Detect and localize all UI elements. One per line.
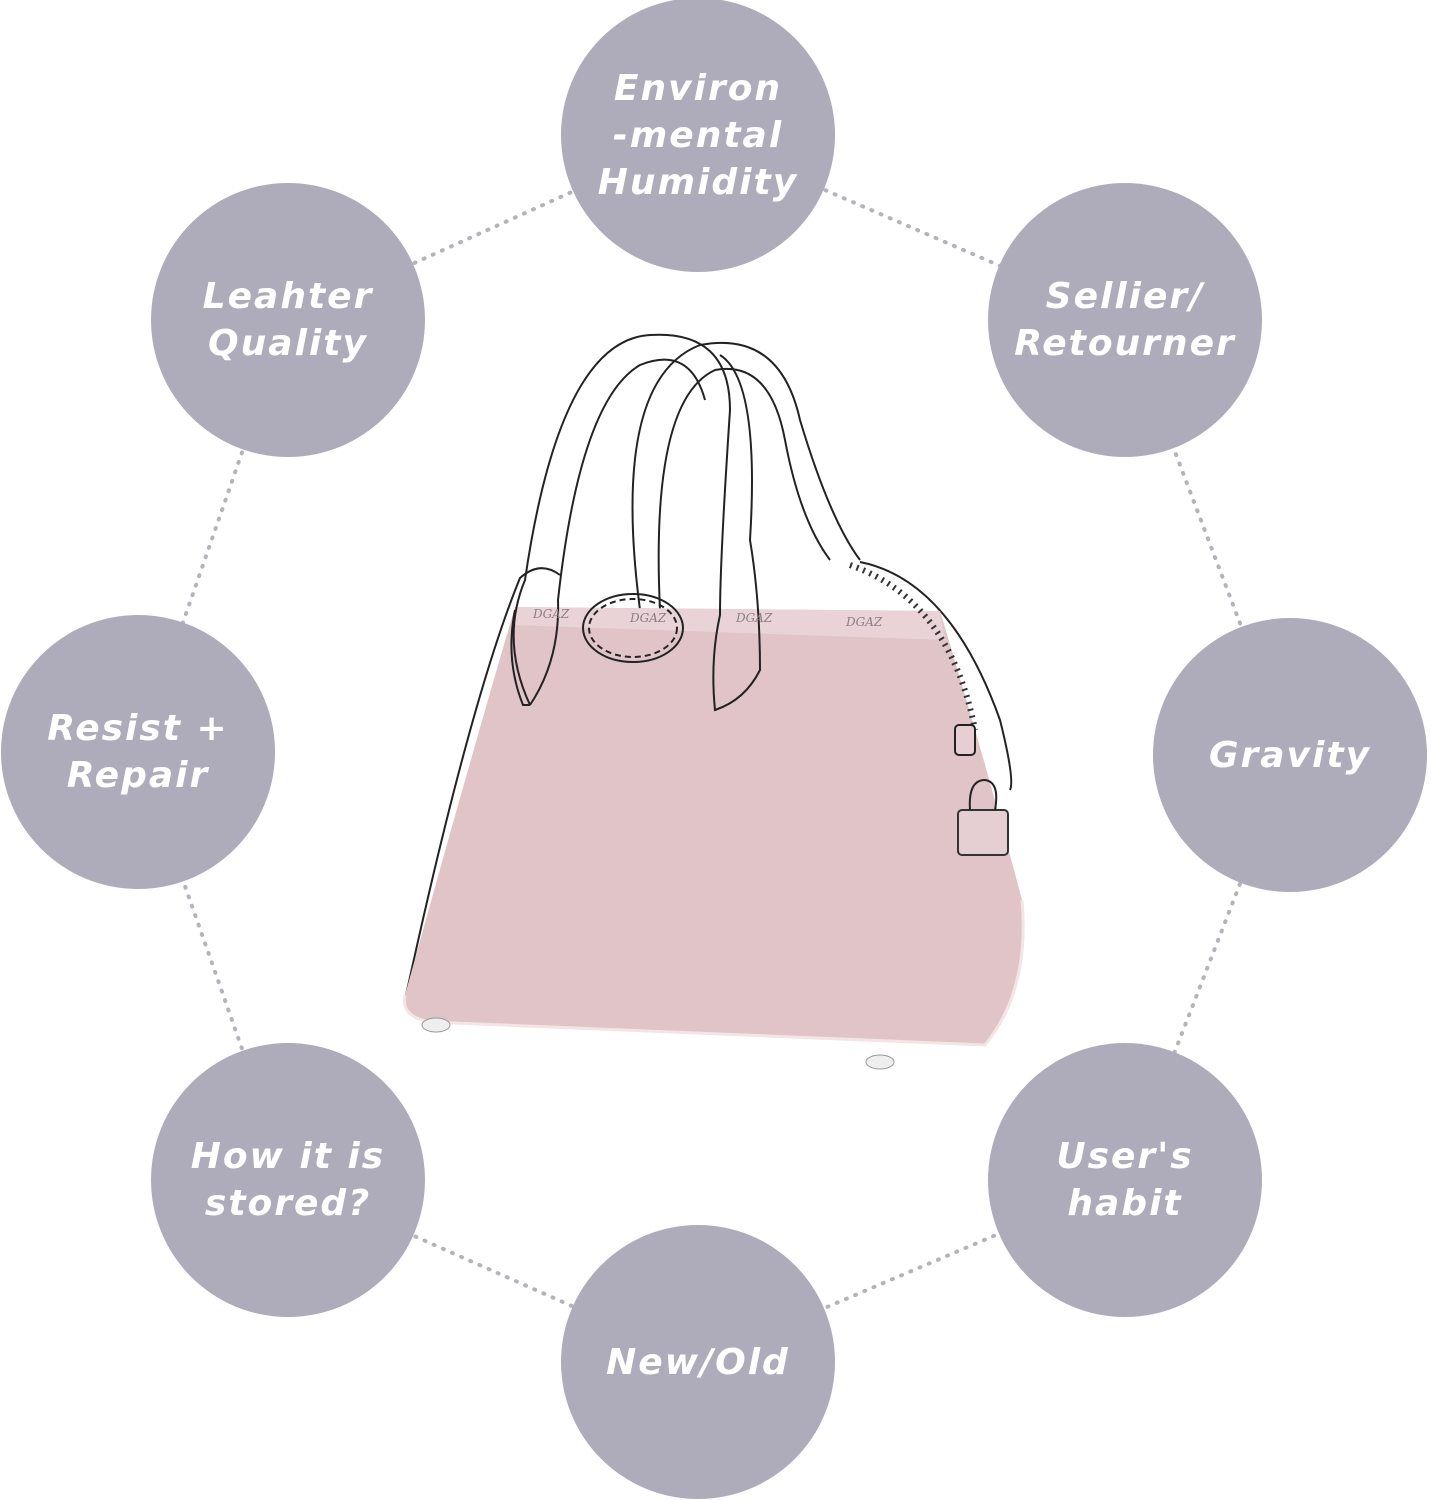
factor-humidity: Environ -mental Humidity xyxy=(561,0,835,272)
factor-label: Resist + Repair xyxy=(47,708,229,796)
factor-label: New/Old xyxy=(606,1341,790,1383)
logo-patch xyxy=(582,593,684,663)
factor-label: Leahter Quality xyxy=(202,276,374,364)
handbag-illustration xyxy=(402,333,1025,1070)
zipper-pull xyxy=(954,724,976,756)
factor-label: Sellier/ Retourner xyxy=(1014,276,1236,364)
brand-mark: DGAZ xyxy=(532,607,570,621)
factor-user-habit: User's habit xyxy=(988,1043,1262,1317)
factor-label: How it is stored? xyxy=(190,1136,386,1224)
factor-label: User's habit xyxy=(1056,1136,1194,1224)
factor-storage: How it is stored? xyxy=(151,1043,425,1317)
brand-mark: DGAZ xyxy=(735,611,773,625)
factor-leather-quality: Leahter Quality xyxy=(151,183,425,457)
bag-body xyxy=(404,607,1024,1045)
brand-mark: DGAZ xyxy=(629,611,667,625)
padlock xyxy=(957,809,1009,856)
factor-label: Gravity xyxy=(1208,734,1372,776)
factor-new-old: New/Old xyxy=(561,1225,835,1499)
brand-mark: DGAZ xyxy=(845,615,883,629)
factor-label: Environ -mental Humidity xyxy=(597,67,799,203)
factor-gravity: Gravity xyxy=(1153,618,1427,892)
factor-resist-repair: Resist + Repair xyxy=(1,615,275,889)
factor-sellier: Sellier/ Retourner xyxy=(988,183,1262,457)
